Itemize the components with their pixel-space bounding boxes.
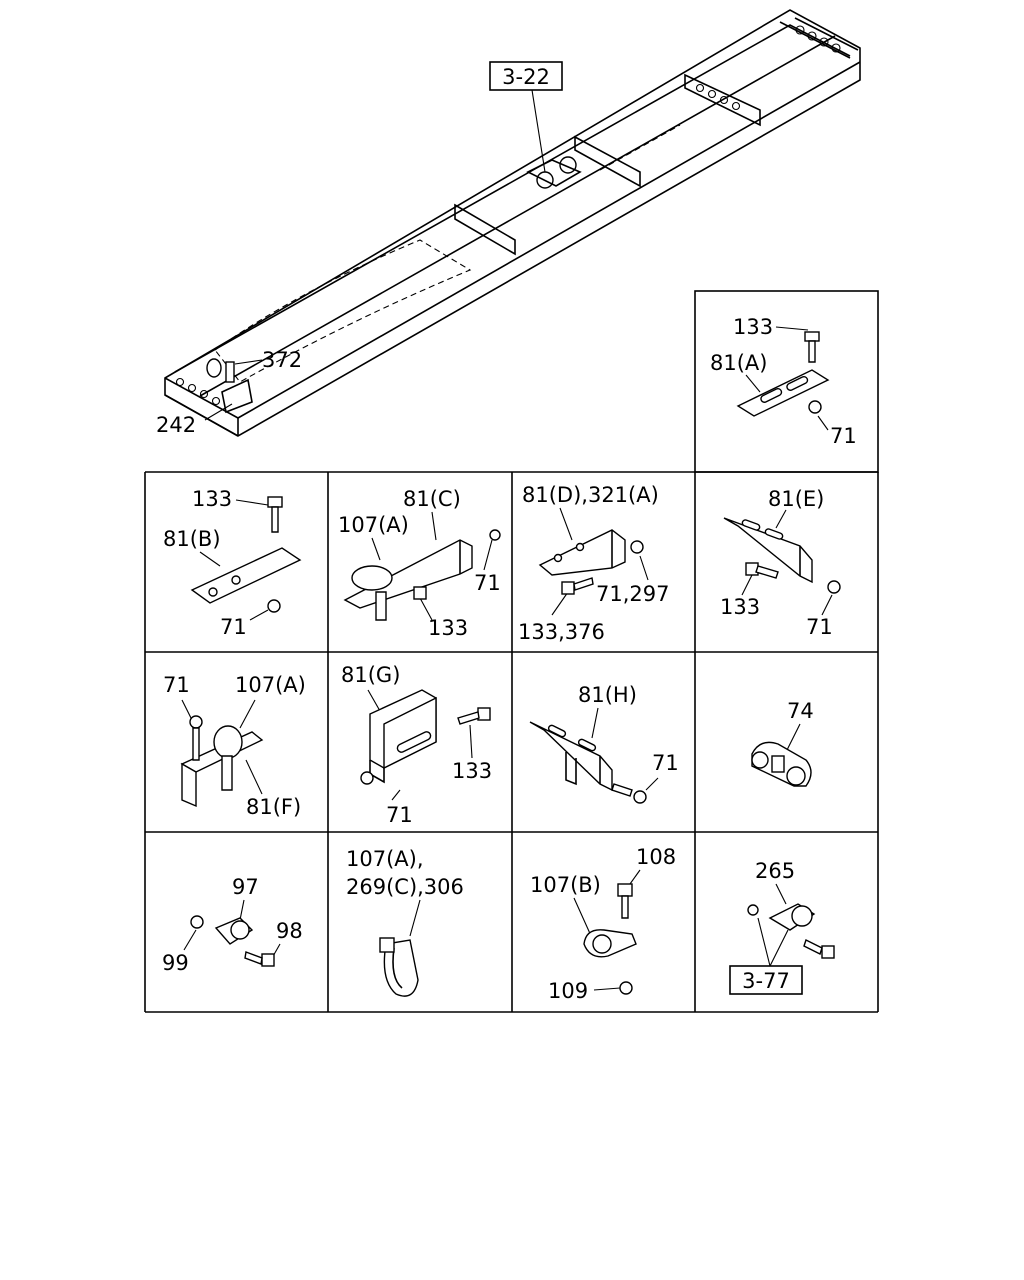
label-269c-306: 269(C),306 [346,875,464,899]
nut-icon [808,400,822,414]
bolt-head-icon [821,945,835,959]
label-133: 133 [192,487,232,511]
frame-mount-parts [526,156,582,189]
label-107a: 107(A), [346,847,424,871]
nut-icon [619,981,633,995]
label-71: 71 [806,615,833,639]
nut-icon [267,599,281,613]
label-71: 71 [163,673,190,697]
label-133: 133 [452,759,492,783]
label-108: 108 [636,845,676,869]
label-71-297: 71,297 [596,582,669,606]
nut-icon [489,529,501,541]
label-133: 133 [733,315,773,339]
label-81e: 81(E) [768,487,824,511]
nut-icon [827,580,841,594]
callout-242: 242 [156,413,196,437]
panel-f: 71 107(A) 81(F) [163,673,306,819]
ref-box-3-77-frame [729,965,803,995]
bolt-head-icon [413,586,427,600]
label-71: 71 [474,571,501,595]
clip-107a [351,565,393,591]
bolt-head-icon [745,562,759,576]
panel-d: 81(D),321(A) 71,297 133,376 [518,483,669,644]
callout-372: 372 [262,348,302,372]
panel-c: 81(C) 107(A) 71 133 [338,487,501,640]
bolt-head-icon [267,496,283,508]
chassis-frame-drawing [164,9,861,437]
panel-m: 265 3-77 [729,859,835,995]
panel-a: 133 81(A) 71 [710,315,857,448]
bolt-head-icon [804,331,820,342]
panel-l: 108 107(B) 109 [530,845,676,1003]
label-71: 71 [652,751,679,775]
panel-j: 97 98 99 [162,875,303,975]
label-74: 74 [787,699,814,723]
ref-box-3-22[interactable]: 3-22 [502,65,550,89]
label-81d-321a: 81(D),321(A) [522,483,659,507]
label-133-376: 133,376 [518,620,605,644]
label-81h: 81(H) [578,683,637,707]
bolt-head-icon [261,953,275,967]
label-81g: 81(G) [341,663,400,687]
label-98: 98 [276,919,303,943]
label-107a: 107(A) [235,673,306,697]
ref-box-3-22-frame [489,61,563,91]
nut-icon [630,540,644,554]
nut-icon [360,771,374,785]
ref-box-3-77[interactable]: 3-77 [742,969,790,993]
nut-icon [747,904,759,916]
label-81f: 81(F) [246,795,301,819]
bolt-head-icon [477,707,491,721]
panel-i: 74 [751,699,814,787]
parts-grid [144,290,879,1013]
nut-icon [190,915,204,929]
label-81b: 81(B) [163,527,221,551]
clip-107a [213,725,243,759]
panel-e: 81(E) 133 71 [720,487,841,639]
label-107b: 107(B) [530,873,601,897]
label-97: 97 [232,875,259,899]
bolt-head-icon [561,581,575,595]
label-81a: 81(A) [710,351,767,375]
nut-icon [633,790,647,804]
panel-b: 133 81(B) 71 [163,487,302,639]
label-99: 99 [162,951,189,975]
label-71: 71 [830,424,857,448]
nut-icon [189,715,203,729]
panel-h: 81(H) 71 [529,683,679,804]
panel-k: 107(A), 269(C),306 [346,847,464,997]
label-133: 133 [720,595,760,619]
label-109: 109 [548,979,588,1003]
bracket-81b [190,547,302,604]
rear-mount-parts [206,358,253,414]
label-71: 71 [220,615,247,639]
bolt-head-icon [617,883,633,897]
label-265: 265 [755,859,795,883]
label-71: 71 [386,803,413,827]
panel-g: 81(G) 133 71 [341,663,492,827]
label-107a: 107(A) [338,513,409,537]
label-81c: 81(C) [403,487,461,511]
label-133: 133 [428,616,468,640]
